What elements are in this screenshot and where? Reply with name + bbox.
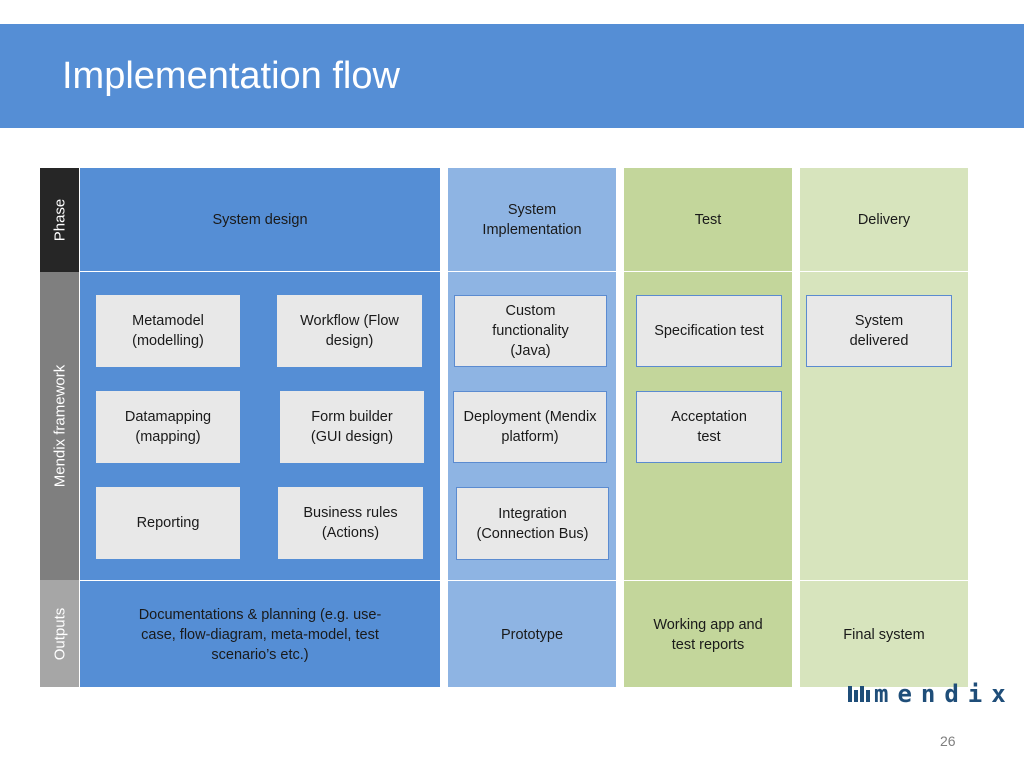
row-label-framework-text: Mendix framework <box>51 364 68 488</box>
output-documentation-label: Documentations & planning (e.g. use-case… <box>138 607 382 663</box>
box-metamodel-label: Metamodel (modelling) <box>132 313 204 349</box>
box-acceptation-test: Acceptation test <box>636 391 782 463</box>
column-delivery <box>800 168 968 687</box>
box-system-delivered: System delivered <box>806 295 952 367</box>
box-specification-test-label: Specification test <box>654 323 764 339</box>
box-datamapping: Datamapping (mapping) <box>96 391 240 463</box>
box-workflow-label: Workflow (Flow design) <box>300 313 399 349</box>
row-divider-outputs <box>80 580 968 581</box>
phase-system-design: System design <box>212 212 308 228</box>
box-reporting: Reporting <box>96 487 240 559</box>
row-label-outputs: Outputs <box>40 580 79 687</box>
box-datamapping-label: Datamapping (mapping) <box>124 409 212 445</box>
phase-system-implementation: System Implementation <box>482 202 582 238</box>
box-custom-functionality: Custom functionality (Java) <box>454 295 607 367</box>
box-system-delivered-label: System delivered <box>849 313 909 349</box>
row-label-outputs-text: Outputs <box>51 607 68 660</box>
phase-delivery: Delivery <box>857 212 911 228</box>
box-business-rules-label: Business rules (Actions) <box>303 505 398 541</box>
box-deployment-label: Deployment (Mendix platform) <box>463 409 597 445</box>
title-bar <box>0 24 1024 128</box>
output-working-app-label: Working app and test reports <box>653 617 763 653</box>
box-specification-test: Specification test <box>636 295 782 367</box>
box-custom-functionality-label: Custom functionality (Java) <box>492 303 569 359</box>
row-label-phase: Phase <box>40 168 79 272</box>
output-final-system: Final system <box>843 627 925 643</box>
row-divider-phase <box>80 271 968 272</box>
box-integration-label: Integration (Connection Bus) <box>476 505 589 542</box>
page-number: 26 <box>940 733 956 749</box>
mendix-logo-text: mendix <box>874 680 1006 706</box>
row-label-phase-text: Phase <box>51 198 68 242</box>
slide-title: Implementation flow <box>62 55 400 97</box>
box-business-rules: Business rules (Actions) <box>278 487 423 559</box>
box-form-builder: Form builder (GUI design) <box>280 391 424 463</box>
output-documentation: Documentations & planning (e.g. use-case… <box>80 590 440 680</box>
mendix-logo: mendix <box>848 680 1006 706</box>
box-integration: Integration (Connection Bus) <box>456 487 609 560</box>
output-prototype: Prototype <box>500 627 564 643</box>
box-metamodel: Metamodel (modelling) <box>96 295 240 367</box>
box-reporting-label: Reporting <box>136 515 200 531</box>
box-acceptation-test-label: Acceptation test <box>671 409 747 445</box>
box-form-builder-label: Form builder (GUI design) <box>310 409 394 445</box>
row-label-framework: Mendix framework <box>40 272 79 580</box>
box-workflow: Workflow (Flow design) <box>277 295 422 367</box>
output-working-app: Working app and test reports <box>624 590 792 680</box>
box-deployment: Deployment (Mendix platform) <box>453 391 607 463</box>
phase-test: Test <box>694 212 722 228</box>
